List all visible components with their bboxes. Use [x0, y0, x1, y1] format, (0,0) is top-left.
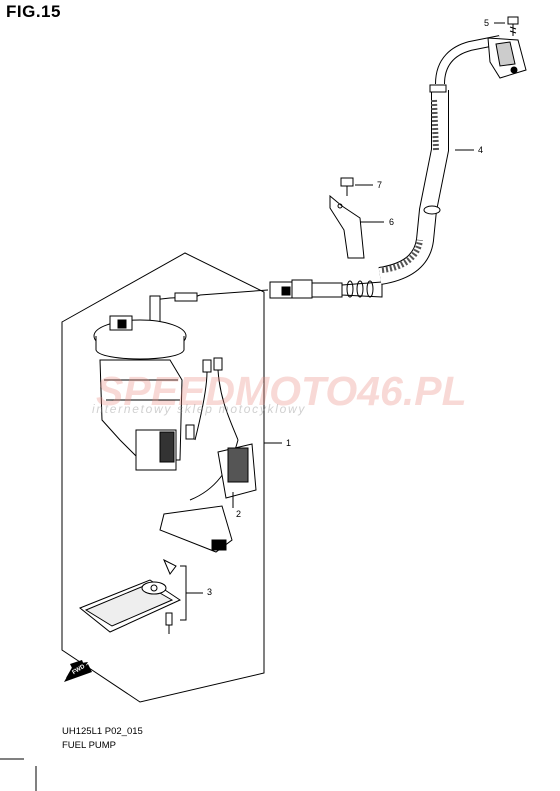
watermark-tagline: internetowy sklep motocyklowy	[92, 402, 307, 416]
callout-5: 5	[484, 18, 490, 28]
diagram-name: FUEL PUMP	[62, 740, 117, 751]
callout-7: 7	[377, 180, 383, 190]
hose-clamp-bracket	[329, 194, 365, 259]
callout-1: 1	[286, 438, 292, 448]
pump-outlet-tube	[151, 289, 269, 301]
fuel-filter	[79, 558, 182, 634]
callout-6: 6	[389, 217, 395, 227]
callout-3: 3	[207, 587, 213, 597]
diagram-code: UH125L1 P02_015	[62, 726, 143, 737]
fuel-pump-body	[93, 315, 195, 471]
outlet-nipple	[174, 292, 198, 302]
callout-4: 4	[478, 145, 484, 155]
watermark-brand: SPEEDMOTO46.PL	[96, 368, 467, 414]
forward-arrow-icon	[64, 660, 92, 682]
figure-title: FIG.15	[6, 2, 61, 21]
page-corner-mark	[0, 758, 37, 791]
bolt-7	[340, 177, 354, 196]
fuel-level-sender	[159, 443, 257, 553]
assembly-boundary-frame	[61, 252, 265, 703]
fuel-hose	[378, 35, 527, 285]
quick-connector	[269, 279, 383, 299]
bolt-5	[507, 16, 519, 36]
callout-2: 2	[236, 509, 242, 519]
leader-3	[180, 565, 203, 621]
